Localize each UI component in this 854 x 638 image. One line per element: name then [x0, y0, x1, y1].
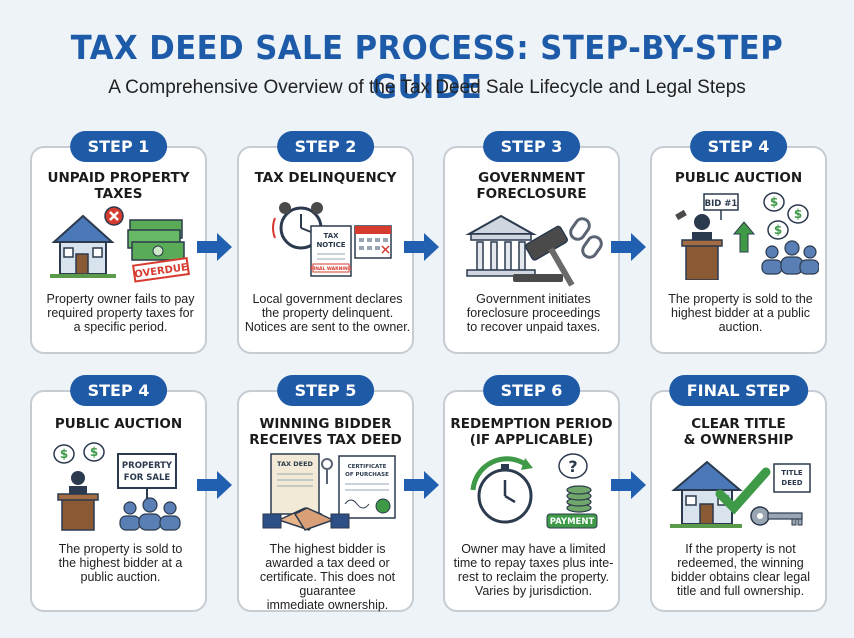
courthouse-icon [465, 214, 537, 277]
coins-icon [566, 485, 592, 513]
step-description: The property is sold to the highest bidd… [58, 542, 183, 584]
step-label: STEP 4 [69, 375, 168, 406]
house-icon [670, 460, 743, 528]
page-subtitle: A Comprehensive Overview of the Tax Deed… [108, 77, 746, 98]
step-heading: UNPAID PROPERTY TAXES [47, 170, 190, 202]
svg-text:FOR SALE: FOR SALE [124, 473, 171, 483]
step-label: STEP 5 [276, 375, 375, 406]
key-icon [750, 506, 803, 526]
step-card-4: STEP 4 PUBLIC AUCTION BID #1 $ $ $ [650, 131, 827, 354]
question-bubble-icon: ? [558, 453, 588, 479]
calendar-icon [354, 225, 392, 259]
step-card-2: STEP 2 TAX DELINQUENCY TAX NOTICE FINAL … [237, 131, 414, 354]
step-description: The property is sold to the highest bidd… [668, 292, 813, 334]
svg-text:CERTIFICATE: CERTIFICATE [348, 464, 387, 470]
step-description: Government initiates foreclosure proceed… [466, 292, 601, 334]
certificate-icon: CERTIFICATE OF PURCHASE [338, 455, 396, 519]
svg-text:TAX: TAX [323, 232, 339, 240]
for-sale-sign-icon: PROPERTY FOR SALE [117, 453, 177, 500]
step-heading: WINNING BIDDER RECEIVES TAX DEED [249, 416, 402, 448]
svg-text:OF PURCHASE: OF PURCHASE [345, 472, 389, 478]
flow-arrow-icon [197, 471, 232, 499]
stopwatch-icon [470, 456, 533, 524]
step-description: Property owner fails to pay required pro… [46, 292, 195, 334]
svg-text:$: $ [90, 445, 98, 459]
flow-arrow-icon [611, 471, 646, 499]
step-label: STEP 2 [276, 131, 375, 162]
step-card-3: STEP 3 GOVERNMENT FORECLOSURE Government… [443, 131, 620, 354]
svg-text:TAX DEED: TAX DEED [277, 460, 314, 468]
svg-text:$: $ [794, 207, 802, 221]
svg-text:NOTICE: NOTICE [316, 241, 345, 249]
step-heading: GOVERNMENT FORECLOSURE [476, 170, 587, 202]
svg-text:FINAL WARNING: FINAL WARNING [310, 266, 351, 272]
step-label: STEP 1 [69, 131, 168, 162]
step-illustration [465, 214, 603, 287]
broken-chain-icon [569, 217, 603, 259]
green-arrow-icon [732, 221, 756, 253]
svg-text:?: ? [568, 457, 577, 476]
x-mark-icon [104, 206, 124, 226]
step-heading: TAX DELINQUENCY [254, 170, 397, 186]
step-card-7: STEP 6 REDEMPTION PERIOD (IF APPLICABLE)… [443, 375, 620, 612]
flow-arrow-icon [404, 233, 439, 261]
dollar-bubble-icon: $ $ [53, 442, 105, 464]
flow-arrow-icon [197, 233, 232, 261]
step-description: Owner may have a limited time to repay t… [453, 542, 614, 598]
step-illustration: BID #1 $ $ $ [675, 192, 819, 280]
step-description: Local government declares the property d… [244, 292, 411, 334]
auctioneer-icon [57, 471, 99, 531]
auctioneer-icon [675, 209, 723, 280]
step-heading: PUBLIC AUCTION [674, 170, 803, 186]
svg-text:TITLE: TITLE [781, 469, 803, 477]
step-heading: REDEMPTION PERIOD (IF APPLICABLE) [450, 416, 613, 448]
svg-text:$: $ [60, 447, 68, 461]
dollar-bubble-icon: $ $ $ [763, 192, 809, 240]
step-heading: PUBLIC AUCTION [54, 416, 183, 432]
crowd-icon [119, 497, 181, 531]
step-illustration: TAX NOTICE FINAL WARNING [272, 202, 392, 277]
svg-text:PROPERTY: PROPERTY [122, 461, 173, 471]
step-card-1: STEP 1 UNPAID PROPERTY TAXES OVERDUE Pro… [30, 131, 207, 354]
payment-tag: PAYMENT [546, 513, 598, 529]
step-illustration: OVERDUE [50, 206, 190, 283]
key-icon [321, 458, 333, 484]
bid-sign-icon: BID #1 [703, 193, 739, 220]
step-card-5: STEP 4 PUBLIC AUCTION $ $ PROPERTY FOR S… [30, 375, 207, 612]
flow-arrow-icon [404, 471, 439, 499]
svg-text:DEED: DEED [781, 479, 802, 487]
step-description: If the property is not redeemed, the win… [671, 542, 810, 598]
page-title: TAX DEED SALE PROCESS: STEP-BY-STEP GUID… [70, 28, 784, 106]
overdue-stamp: OVERDUE [132, 257, 190, 283]
step-illustration: TITLE DEED [670, 460, 811, 528]
step-heading: CLEAR TITLE & OWNERSHIP [683, 416, 794, 448]
step-label: FINAL STEP [668, 375, 809, 406]
deed-scroll-icon: TAX DEED [270, 453, 320, 515]
step-label: STEP 3 [482, 131, 581, 162]
money-stack-icon [127, 219, 185, 261]
step-card-8: FINAL STEP CLEAR TITLE & OWNERSHIP TITLE… [650, 375, 827, 612]
crowd-icon [761, 240, 819, 275]
step-illustration: $ $ PROPERTY FOR SALE [53, 442, 181, 531]
svg-text:$: $ [770, 195, 778, 209]
checkmark-icon [715, 467, 771, 515]
step-description: The highest bidder is awarded a tax deed… [259, 542, 396, 612]
step-illustration: TAX DEED CERTIFICATE OF PURCHASE [262, 453, 396, 531]
step-card-6: STEP 5 WINNING BIDDER RECEIVES TAX DEED … [237, 375, 414, 612]
notice-document-icon: TAX NOTICE FINAL WARNING [310, 225, 352, 277]
svg-text:$: $ [774, 223, 782, 237]
step-label: STEP 4 [689, 131, 788, 162]
svg-text:PAYMENT: PAYMENT [550, 517, 595, 527]
step-label: STEP 6 [482, 375, 581, 406]
flow-arrow-icon [611, 233, 646, 261]
house-icon [50, 214, 116, 278]
handshake-icon [262, 507, 350, 531]
svg-text:BID #1: BID #1 [705, 199, 738, 209]
step-illustration: ? PAYMENT [470, 453, 598, 529]
gavel-icon [513, 225, 575, 287]
title-deed-tag: TITLE DEED [773, 463, 811, 493]
